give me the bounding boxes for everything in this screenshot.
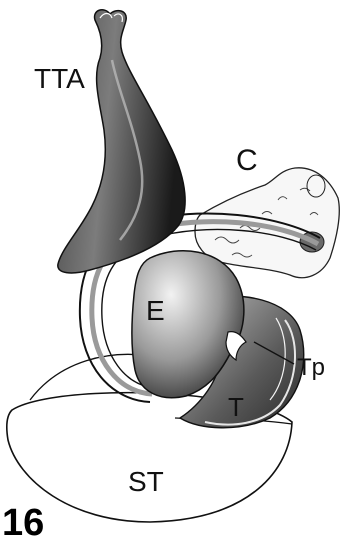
label-t: T	[228, 392, 244, 422]
label-st: ST	[128, 466, 164, 497]
figure-number: 16	[2, 502, 44, 538]
label-tp: Tp	[297, 354, 325, 381]
label-e: E	[146, 295, 165, 326]
label-tta: TTA	[34, 63, 85, 94]
tegular-apophysis	[58, 10, 185, 273]
label-c: C	[236, 144, 258, 177]
